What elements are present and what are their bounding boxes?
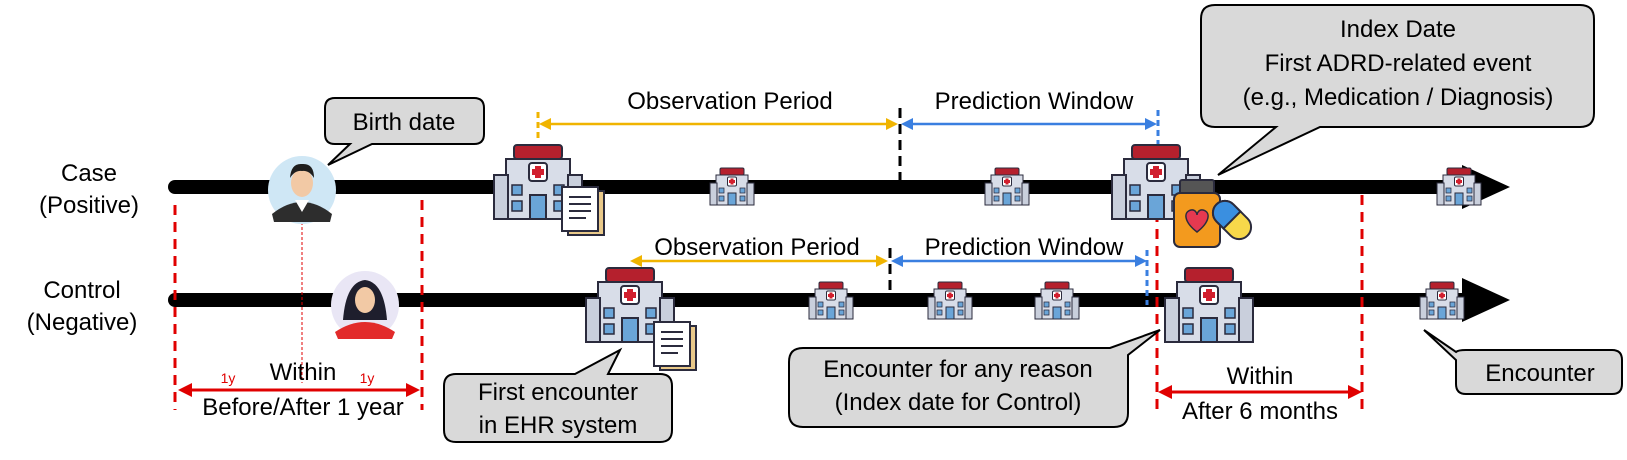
- male-avatar: [268, 156, 336, 224]
- index-date-line3: (e.g., Medication / Diagnosis): [1243, 84, 1554, 111]
- birth-window-within: Within: [270, 359, 337, 386]
- post-window-arrow: [1158, 385, 1362, 399]
- case-prediction-label: Prediction Window: [935, 88, 1134, 115]
- post-window-range: After 6 months: [1182, 398, 1338, 425]
- index-date-line2: First ADRD-related event: [1265, 50, 1532, 77]
- control-hospital-icon: [1419, 281, 1465, 320]
- control-first-document-icon: [653, 321, 697, 371]
- any-reason-line1: Encounter for any reason: [823, 356, 1093, 383]
- case-observation-arrow: [539, 118, 898, 130]
- case-hospital-icon: [984, 167, 1030, 206]
- birth-window-right-tick: 1y: [360, 370, 375, 386]
- control-prediction-label: Prediction Window: [925, 234, 1124, 261]
- medication-icon: [1173, 179, 1253, 248]
- birth-date-callout: Birth date: [324, 97, 485, 166]
- control-observation-label: Observation Period: [654, 234, 859, 261]
- case-timeline: [168, 165, 1510, 209]
- case-first-document-icon: [561, 186, 605, 236]
- case-observation-label: Observation Period: [627, 88, 832, 115]
- control-row-label-line2: (Negative): [27, 309, 138, 336]
- control-hospital-icon: [1034, 281, 1080, 320]
- case-hospital-icon: [709, 167, 755, 206]
- encounter-callout: Encounter: [1423, 329, 1623, 395]
- birth-date-label: Birth date: [353, 109, 456, 136]
- case-row-label-line1: Case: [61, 160, 117, 187]
- birth-window-arrow: [178, 383, 420, 397]
- control-hospital-icon: [808, 281, 854, 320]
- control-prediction-arrow: [891, 255, 1147, 267]
- control-hospital-icon: [927, 281, 973, 320]
- first-encounter-callout: First encounter in EHR system: [443, 347, 673, 443]
- post-window-within: Within: [1227, 363, 1294, 390]
- any-reason-line2: (Index date for Control): [835, 389, 1082, 416]
- any-reason-callout: Encounter for any reason (Index date for…: [788, 329, 1161, 428]
- first-encounter-line2: in EHR system: [479, 412, 638, 439]
- index-date-callout: Index Date First ADRD-related event (e.g…: [1200, 4, 1595, 176]
- index-date-line1: Index Date: [1340, 16, 1456, 43]
- control-row-label-line1: Control: [43, 277, 120, 304]
- first-encounter-line1: First encounter: [478, 379, 638, 406]
- case-prediction-arrow: [901, 118, 1157, 130]
- case-row-label-line2: (Positive): [39, 192, 139, 219]
- birth-window-range: Before/After 1 year: [202, 394, 403, 421]
- control-observation-arrow: [630, 255, 888, 267]
- female-avatar: [331, 271, 399, 339]
- encounter-label: Encounter: [1485, 360, 1594, 387]
- window-dashed-lines: [173, 195, 1364, 410]
- birth-window-left-tick: 1y: [221, 370, 236, 386]
- control-index-hospital-icon: [1164, 267, 1254, 343]
